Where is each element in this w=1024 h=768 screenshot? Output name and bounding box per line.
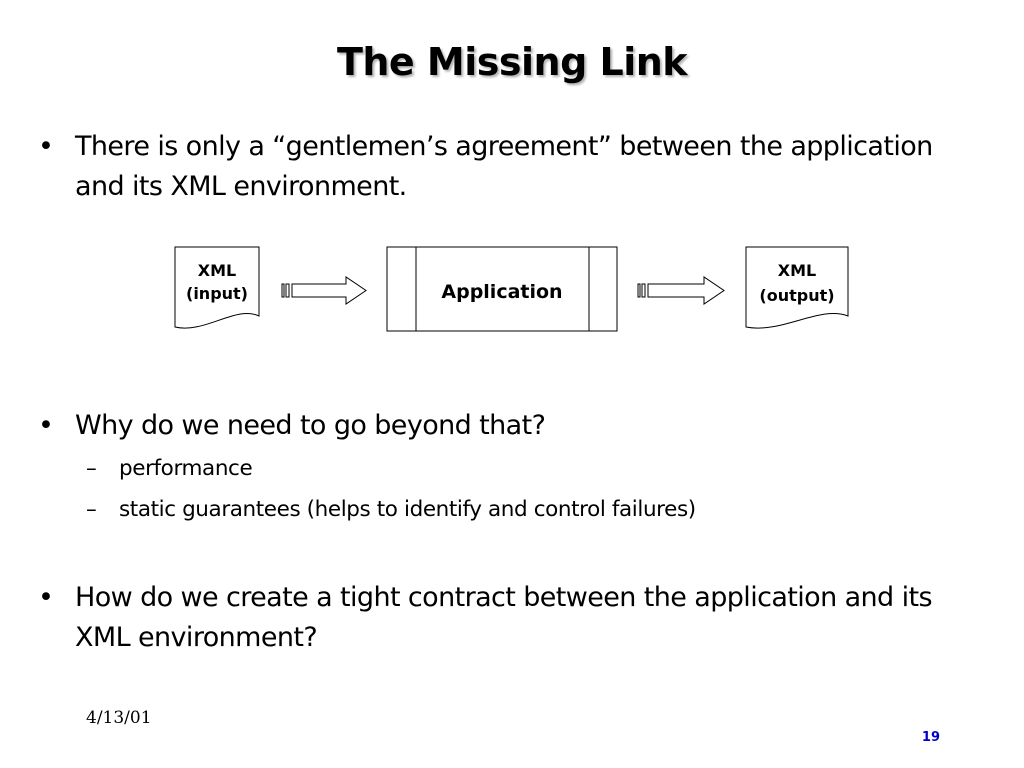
bullet-text: There is only a “gentlemen’s agreement” …: [75, 131, 933, 202]
sub-item-marker: –: [86, 456, 97, 481]
bullet-text: How do we create a tight contract betwee…: [75, 582, 933, 653]
document-shape: [174, 246, 260, 329]
bullet-1: • There is only a “gentlemen’s agreement…: [38, 127, 978, 207]
sub-item-marker: –: [86, 497, 97, 522]
page-number: 19: [921, 730, 940, 745]
bullet-3: • How do we create a tight contract betw…: [38, 578, 978, 658]
sub-item-text: performance: [119, 456, 253, 481]
document-shape: [745, 246, 849, 329]
input-doc-line1: XML: [198, 261, 236, 280]
sub-item-1: – performance: [86, 454, 946, 484]
sub-item-text: static guarantees (helps to identify and…: [119, 497, 696, 522]
bullet-marker: •: [38, 410, 54, 441]
input-doc-line2: (input): [186, 284, 248, 303]
bullet-marker: •: [38, 131, 54, 162]
application-label: Application: [441, 281, 562, 303]
arrow-right-icon: [281, 276, 367, 305]
bullet-marker: •: [38, 582, 54, 613]
xml-input-document: XML (input): [174, 246, 260, 329]
bullet-text: Why do we need to go beyond that?: [75, 410, 546, 441]
arrow-right-icon: [637, 276, 725, 305]
xml-output-document: XML (output): [745, 246, 849, 329]
output-doc-line2: (output): [759, 286, 834, 305]
sub-item-2: – static guarantees (helps to identify a…: [86, 495, 946, 525]
application-box: Application: [386, 246, 618, 332]
bullet-2: • Why do we need to go beyond that?: [38, 406, 978, 446]
footer-date: 4/13/01: [86, 708, 152, 728]
output-doc-line1: XML: [778, 261, 816, 280]
slide-title: The Missing Link: [336, 40, 688, 84]
